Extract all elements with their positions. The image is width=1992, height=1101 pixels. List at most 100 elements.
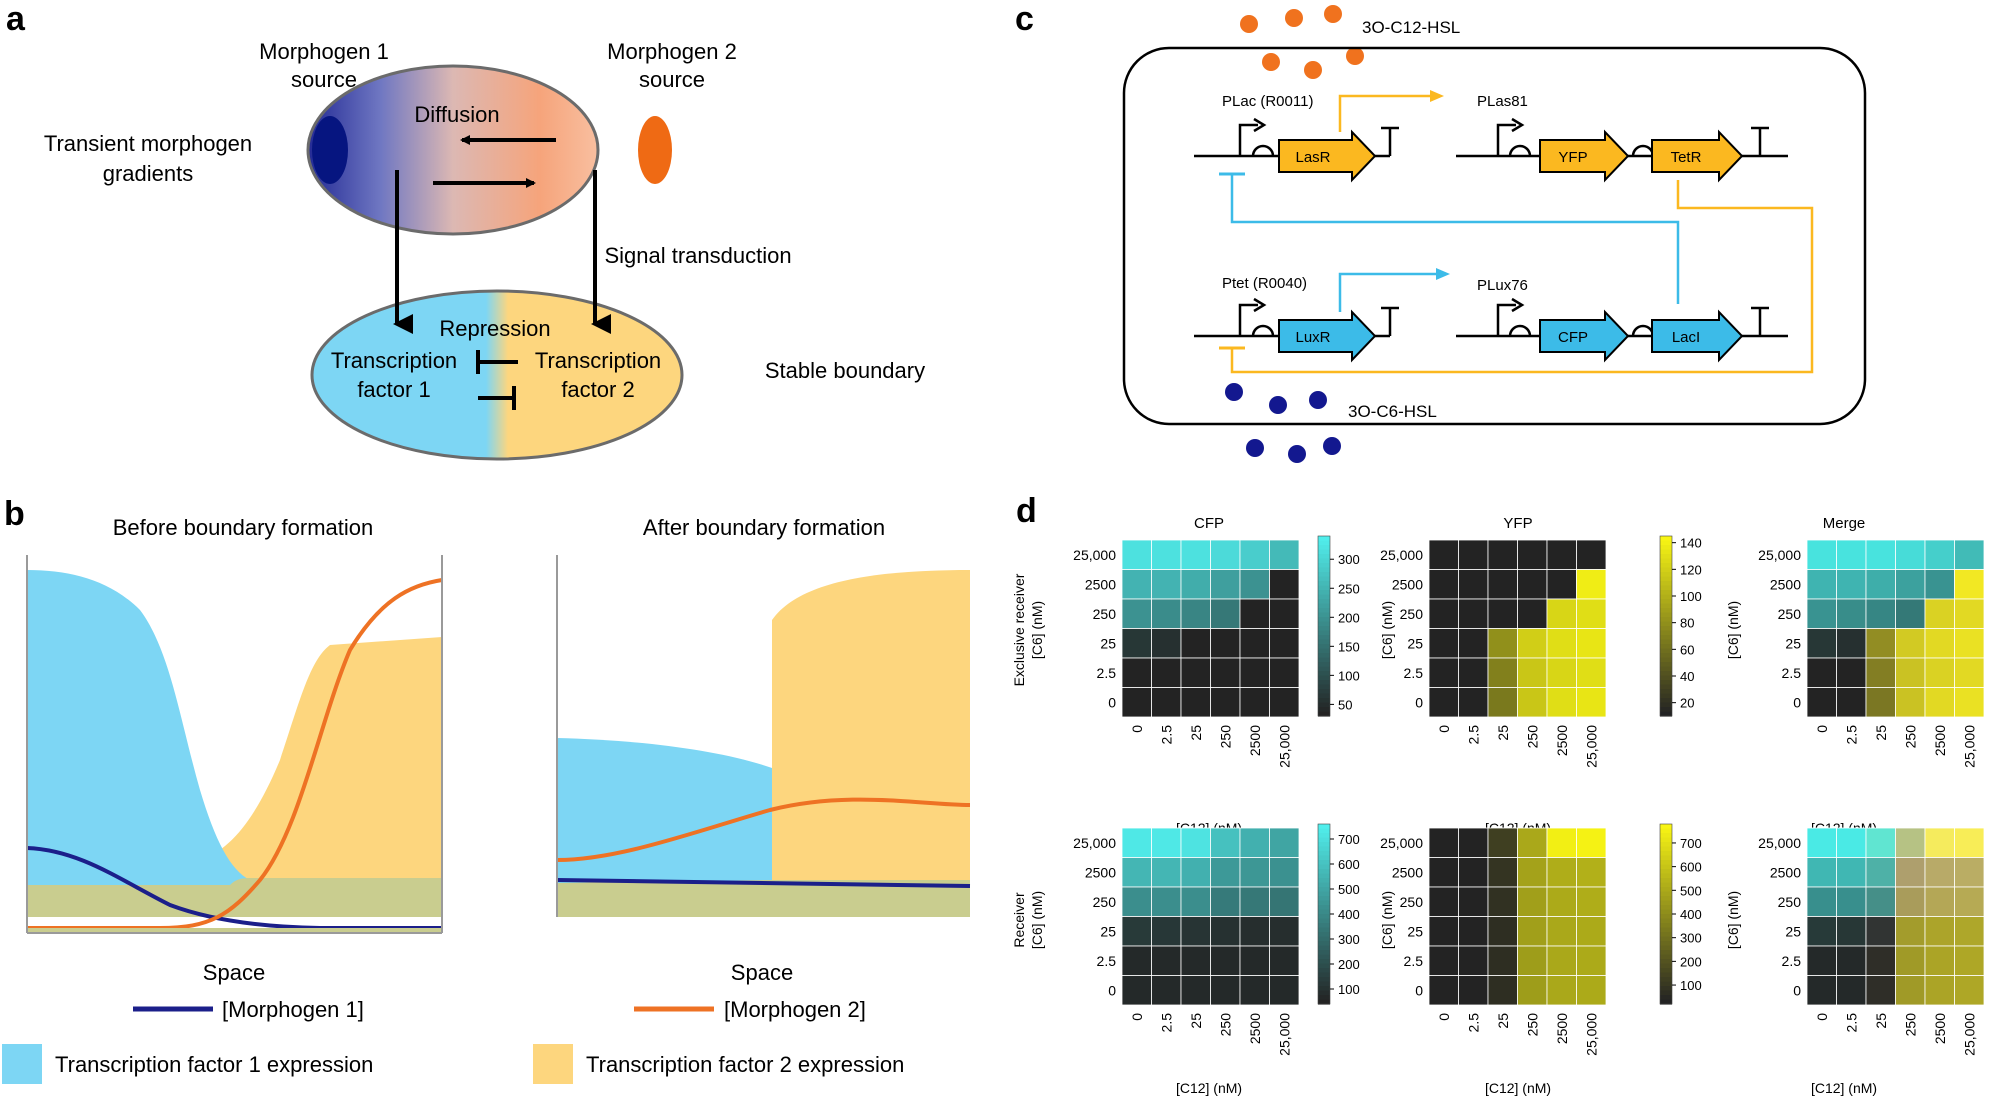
exclusive-yfp-cell: [1546, 569, 1577, 600]
exclusive-yfp-colorbar-segment: [1660, 711, 1672, 717]
tf2-legend: Transcription factor 2 expression: [586, 1052, 904, 1077]
receiver-cfp-colorbar-segment: [1318, 914, 1330, 920]
exclusive-merge-xtick: 250: [1902, 725, 1918, 749]
exclusive-yfp-colorbar-label: 140: [1680, 536, 1702, 551]
exclusive-yfp-colorbar-segment: [1660, 617, 1672, 623]
receiver-yfp-colorbar-segment: [1660, 932, 1672, 938]
exclusive-yfp-colorbar-segment: [1660, 635, 1672, 641]
morphogen2-curve-after: [556, 797, 971, 862]
exclusive-merge-cell: [1806, 539, 1837, 570]
exclusive-merge-cell: [1895, 598, 1926, 629]
receiver-merge-cell: [1895, 975, 1926, 1006]
receiver-yfp-cell: [1576, 945, 1607, 976]
receiver-cfp-colorbar-segment: [1318, 851, 1330, 857]
plac-label: PLac (R0011): [1222, 93, 1313, 110]
yfp-gene: [1539, 129, 1630, 183]
tf2-legend-swatch: [533, 1044, 573, 1084]
receiver-merge-cell: [1895, 886, 1926, 917]
receiver-yfp-cell: [1517, 916, 1548, 947]
exclusive-cfp-xtick: 25: [1188, 725, 1204, 741]
row2-label-line1: Receiver: [1011, 892, 1027, 948]
receiver-cfp-ytick: 2500: [1085, 864, 1116, 880]
receiver-yfp-colorbar-segment: [1660, 824, 1672, 830]
receiver-cfp-colorbar-segment: [1318, 878, 1330, 884]
receiver-cfp-ytick: 25: [1100, 923, 1116, 939]
morphogen2-source-patch: [638, 116, 672, 184]
receiver-cfp-cell: [1151, 827, 1182, 858]
receiver-merge-cell: [1806, 975, 1837, 1006]
receiver-yfp-cell: [1487, 945, 1518, 976]
exclusive-merge-cell: [1865, 539, 1896, 570]
exclusive-cfp-colorbar-segment: [1318, 630, 1330, 636]
receiver-yfp-cell: [1546, 945, 1577, 976]
exclusive-cfp-colorbar-segment: [1318, 702, 1330, 708]
exclusive-merge-xtick: 2.5: [1843, 725, 1859, 745]
receiver-yfp-colorbar-segment: [1660, 896, 1672, 902]
receiver-cfp-colorbar-segment: [1318, 918, 1330, 924]
receiver-cfp-colorbar-segment: [1318, 950, 1330, 956]
exclusive-cfp-colorbar-segment: [1318, 549, 1330, 555]
exclusive-yfp-colorbar-segment: [1660, 702, 1672, 708]
exclusive-yfp-colorbar-segment: [1660, 621, 1672, 627]
exclusive-cfp-colorbar-label: 300: [1338, 552, 1360, 567]
receiver-cfp-colorbar-segment: [1318, 891, 1330, 897]
exclusive-merge-cell: [1806, 687, 1837, 718]
receiver-merge-cell: [1924, 827, 1955, 858]
receiver-cfp-colorbar-segment: [1318, 869, 1330, 875]
exclusive-cfp-cell: [1210, 628, 1241, 659]
receiver-cfp-colorbar-segment: [1318, 954, 1330, 960]
exclusive-merge-ytick: 25,000: [1758, 547, 1801, 563]
exclusive-yfp-ytick: 250: [1400, 606, 1424, 622]
exclusive-yfp-colorbar-segment: [1660, 612, 1672, 618]
exclusive-cfp-colorbar-label: 100: [1338, 668, 1360, 683]
receiver-cfp-colorbar-label: 600: [1338, 857, 1360, 872]
exclusive-merge-cell: [1895, 628, 1926, 659]
exclusive-merge-cell: [1954, 628, 1985, 659]
exclusive-cfp-cell: [1210, 539, 1241, 570]
exclusive-yfp-cell: [1487, 598, 1518, 629]
exclusive-yfp-colorbar-segment: [1660, 545, 1672, 551]
exclusive-cfp-colorbar-segment: [1318, 585, 1330, 591]
merge-row2-ylabel: [C6] (nM): [1725, 891, 1741, 949]
receiver-yfp-colorbar-label: 700: [1680, 836, 1702, 851]
receiver-yfp-colorbar-segment: [1660, 864, 1672, 870]
exclusive-cfp-colorbar-segment: [1318, 558, 1330, 564]
receiver-merge-ytick: 25,000: [1758, 835, 1801, 851]
receiver-cfp-colorbar-segment: [1318, 896, 1330, 902]
exclusive-cfp-colorbar-segment: [1318, 644, 1330, 650]
luxr-gene: [1278, 309, 1377, 363]
receiver-cfp-colorbar-segment: [1318, 905, 1330, 911]
exclusive-cfp-xtick: 2500: [1247, 725, 1263, 756]
repression-label: Repression: [439, 316, 550, 341]
exclusive-merge-ytick: 2500: [1770, 576, 1801, 592]
receiver-merge-cell: [1836, 827, 1867, 858]
receiver-yfp-colorbar-segment: [1660, 855, 1672, 861]
receiver-merge-cell: [1895, 857, 1926, 888]
exclusive-yfp-xtick: 2500: [1554, 725, 1570, 756]
exclusive-cfp-colorbar-segment: [1318, 635, 1330, 641]
exclusive-yfp-colorbar-segment: [1660, 644, 1672, 650]
panel-c: c 3O-C12-HSL PLac (R0011) LasR PLas81 YF…: [1015, 0, 1867, 463]
tf1-legend: Transcription factor 1 expression: [55, 1052, 373, 1077]
exclusive-yfp-colorbar-label: 40: [1680, 669, 1694, 684]
signal-transduction-label: Signal transduction: [604, 243, 791, 268]
exclusive-merge-ytick: 2.5: [1782, 665, 1802, 681]
receiver-yfp-colorbar-segment: [1660, 954, 1672, 960]
receiver-yfp-colorbar-segment: [1660, 887, 1672, 893]
exclusive-yfp-colorbar-segment: [1660, 540, 1672, 546]
receiver-yfp-cell: [1428, 827, 1459, 858]
exclusive-merge-cell: [1865, 657, 1896, 688]
exclusive-merge-xtick: 25: [1873, 725, 1889, 741]
receiver-cfp-colorbar-label: 100: [1338, 982, 1360, 997]
receiver-cfp-colorbar-segment: [1318, 986, 1330, 992]
receiver-yfp-cell: [1546, 916, 1577, 947]
receiver-yfp-cell: [1458, 945, 1489, 976]
exclusive-yfp-cell: [1546, 687, 1577, 718]
receiver-merge-cell: [1954, 945, 1985, 976]
exclusive-cfp-colorbar-segment: [1318, 684, 1330, 690]
exclusive-yfp-cell: [1458, 687, 1489, 718]
receiver-merge-cell: [1895, 827, 1926, 858]
row1-label-line1: Exclusive receiver: [1011, 573, 1027, 686]
diffusion-label: Diffusion: [414, 102, 499, 127]
exclusive-cfp-colorbar-label: 250: [1338, 581, 1360, 596]
